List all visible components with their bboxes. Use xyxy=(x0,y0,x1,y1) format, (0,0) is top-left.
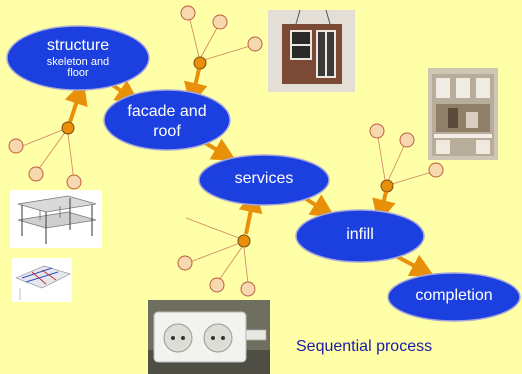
structure-frame-image xyxy=(10,190,102,248)
infill-label: infill xyxy=(346,226,374,243)
node-services xyxy=(198,154,330,206)
interior-building-image xyxy=(428,68,498,160)
input-group-structure xyxy=(8,80,88,190)
input-circle xyxy=(177,255,193,271)
input-circle xyxy=(8,138,24,154)
input-line xyxy=(200,27,218,58)
power-socket-image xyxy=(148,300,270,374)
interior-building-photo xyxy=(428,68,498,160)
services-layout-image xyxy=(12,258,72,302)
input-circle xyxy=(212,14,228,30)
facade-panel-photo xyxy=(268,10,355,92)
completion-label: completion xyxy=(415,287,493,304)
input-line xyxy=(218,246,243,281)
power-socket-photo xyxy=(148,300,270,374)
flow-arrow xyxy=(184,68,208,107)
hub-node xyxy=(380,179,394,193)
input-circle xyxy=(428,162,444,178)
flow-arrow xyxy=(238,188,263,235)
structure-subtitle: skeleton and floor xyxy=(46,55,110,80)
flow-arrow xyxy=(372,191,396,224)
input-line xyxy=(67,133,75,182)
input-line xyxy=(19,128,66,148)
input-line xyxy=(37,130,67,171)
input-line xyxy=(185,217,240,239)
structure-label-block: structure skeleton and floor xyxy=(18,37,138,80)
node-facade-and-roof xyxy=(103,89,231,151)
input-group-services xyxy=(177,188,263,297)
input-circle xyxy=(66,174,82,190)
input-circle xyxy=(240,281,256,297)
input-line xyxy=(387,145,405,182)
hub-node xyxy=(193,56,207,70)
input-circle xyxy=(28,166,44,182)
input-line xyxy=(189,19,200,58)
services-drawing xyxy=(12,258,72,302)
input-circle xyxy=(399,132,415,148)
input-circle xyxy=(247,36,263,52)
structure-title: structure xyxy=(46,37,110,54)
input-line xyxy=(377,136,386,181)
diagram-caption: Sequential process xyxy=(296,338,433,355)
node-structure xyxy=(6,25,150,91)
input-circle xyxy=(209,277,225,293)
input-group-facade xyxy=(180,5,263,107)
flow-arrow xyxy=(64,80,88,123)
input-line xyxy=(203,45,251,61)
node-infill xyxy=(295,209,425,263)
structure-drawing xyxy=(10,190,102,248)
hub-node xyxy=(61,121,75,135)
hub-node xyxy=(237,234,251,248)
input-circle xyxy=(369,123,385,139)
node-completion xyxy=(387,272,521,322)
services-label: services xyxy=(234,170,294,187)
input-circle xyxy=(180,5,196,21)
facade-panel-image xyxy=(268,10,355,92)
input-line xyxy=(243,247,249,284)
input-group-infill xyxy=(369,123,444,224)
input-line xyxy=(189,242,241,263)
input-line xyxy=(391,171,433,185)
sequence-arrow xyxy=(395,254,435,277)
facade-and-roof-label: facade and roof xyxy=(127,103,207,140)
